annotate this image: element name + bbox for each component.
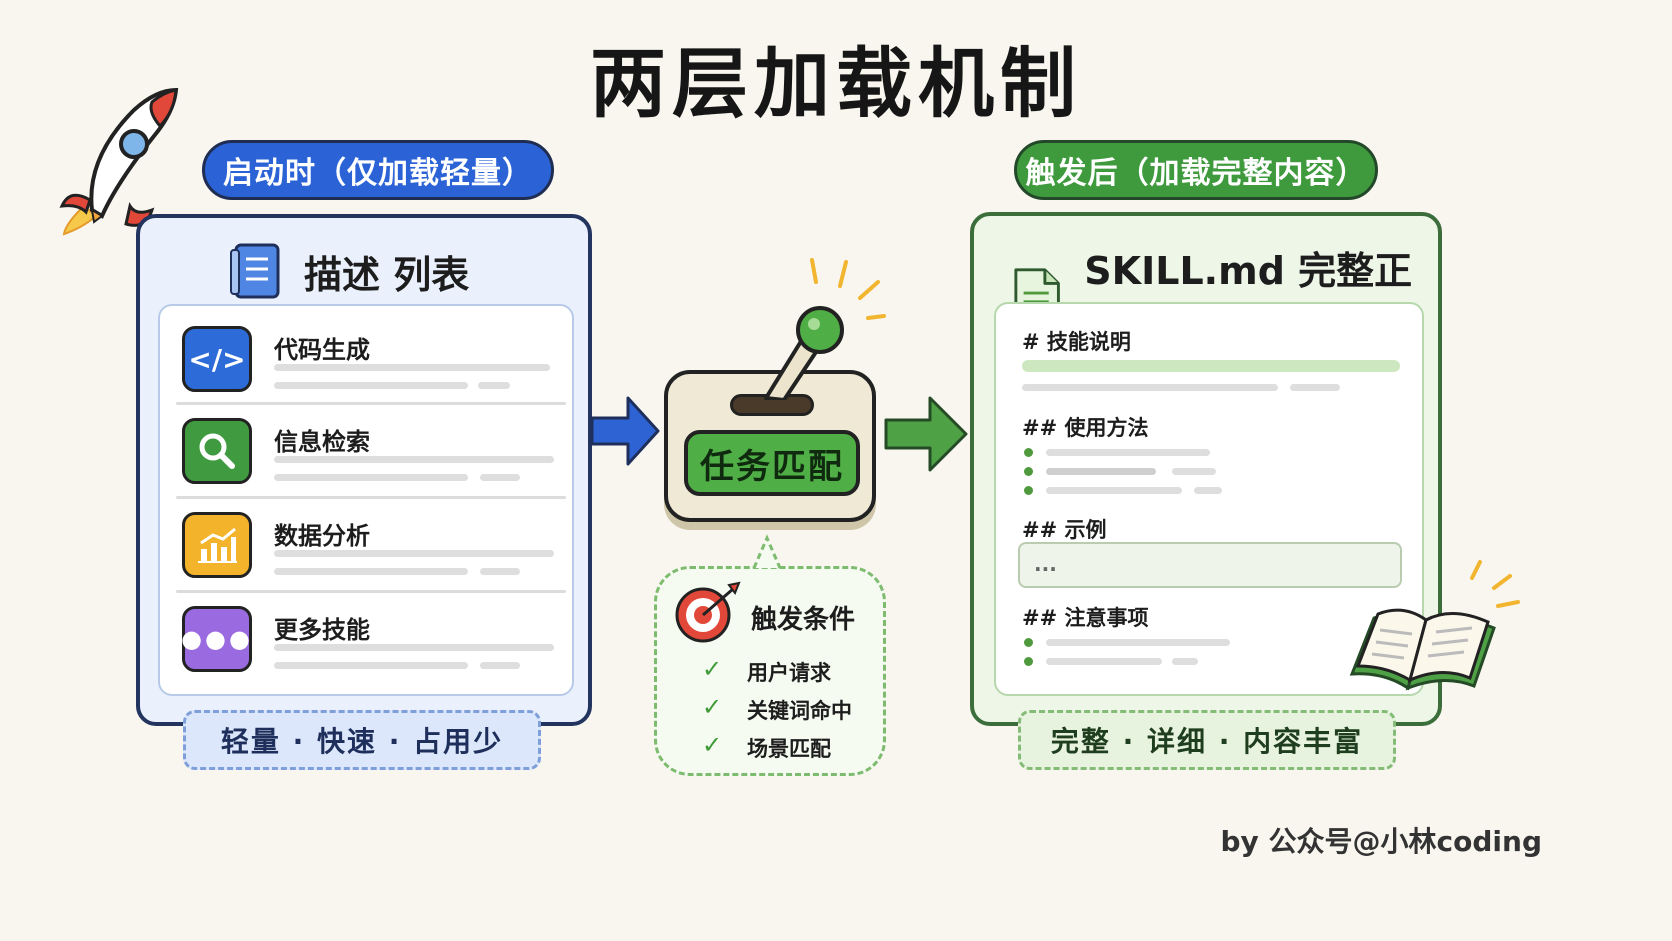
placeholder-line [274, 382, 468, 389]
bubble-tail [752, 534, 782, 569]
check-icon: ✓ [702, 693, 723, 721]
after-trigger-summary: 完整 · 详细 · 内容丰富 [1018, 710, 1396, 770]
skill-item-label: 信息检索 [274, 428, 370, 456]
skill-item-label: 代码生成 [274, 336, 370, 364]
highlight-line [1022, 360, 1400, 372]
placeholder-line [1046, 487, 1182, 494]
placeholder-line [1172, 658, 1198, 665]
placeholder-line [1172, 468, 1216, 475]
placeholder-line [1046, 639, 1230, 646]
target-icon [675, 581, 741, 643]
placeholder-line [274, 550, 554, 557]
task-match-label: 任务匹配 [700, 446, 844, 487]
placeholder-line [274, 456, 554, 463]
chart-icon [182, 512, 252, 578]
placeholder-line [274, 364, 550, 371]
arrow-right-green-icon [884, 396, 968, 472]
placeholder-line [274, 474, 468, 481]
bullet-dot [1024, 448, 1033, 457]
notebook-icon [230, 243, 280, 299]
placeholder-line [1290, 384, 1340, 391]
description-list-panel: 描述 列表 </> 代码生成 信息检索 数据分析 [136, 214, 592, 726]
bullet-dot [1024, 467, 1033, 476]
after-trigger-pill: 触发后（加载完整内容） [1014, 140, 1378, 200]
bullet-dot [1024, 638, 1033, 647]
section-notes: ## 注意事项 [1022, 606, 1149, 630]
placeholder-line [274, 644, 554, 651]
skill-md-panel: SKILL.md 完整正文 # 技能说明 ## 使用方法 ## 示例 ... #… [970, 212, 1442, 726]
placeholder-line [1022, 384, 1278, 391]
startup-summary: 轻量 · 快速 · 占用少 [183, 710, 541, 770]
placeholder-line [1046, 468, 1156, 475]
skill-item-information-retrieval[interactable]: 信息检索 [182, 414, 582, 508]
code-icon: </> [182, 326, 252, 392]
placeholder-line [1046, 658, 1162, 665]
placeholder-line [1194, 487, 1222, 494]
spark-lines-icon [810, 258, 886, 320]
page-title: 两层加载机制 [590, 39, 1082, 128]
bullet-dot [1024, 486, 1033, 495]
description-list-title: 描述 列表 [304, 252, 470, 297]
divider [176, 590, 566, 593]
credit-text: by 公众号@小林coding [1220, 825, 1543, 858]
bullet-dot [1024, 657, 1033, 666]
startup-pill: 启动时（仅加载轻量） [202, 140, 554, 200]
section-usage: ## 使用方法 [1022, 416, 1149, 440]
trigger-conditions-title: 触发条件 [751, 605, 856, 635]
description-list-header: 描述 列表 [228, 242, 469, 300]
placeholder-line [480, 662, 520, 669]
condition-user-request: 用户请求 [747, 661, 831, 685]
arrow-right-blue-icon [590, 396, 660, 466]
skill-item-code-generation[interactable]: </> 代码生成 [182, 322, 582, 416]
open-book-icon [1349, 560, 1520, 691]
check-icon: ✓ [702, 731, 723, 759]
code-block: ... [1018, 542, 1402, 588]
startup-summary-label: 轻量 · 快速 · 占用少 [220, 725, 504, 758]
after-trigger-summary-label: 完整 · 详细 · 内容丰富 [1050, 725, 1364, 758]
after-trigger-pill-label: 触发后（加载完整内容） [1025, 156, 1367, 191]
divider [176, 402, 566, 405]
check-icon: ✓ [702, 655, 723, 683]
placeholder-line [274, 662, 468, 669]
skill-item-more-skills[interactable]: ●●● 更多技能 [181, 602, 582, 696]
rocket-icon [59, 88, 179, 236]
lever-icon [764, 306, 844, 400]
condition-scene-match: 场景匹配 [747, 737, 831, 761]
more-icon: ●●● [181, 606, 252, 672]
section-skill-description: # 技能说明 [1022, 330, 1131, 354]
section-example: ## 示例 [1022, 518, 1107, 542]
placeholder-line [274, 568, 468, 575]
skill-md-content: # 技能说明 ## 使用方法 ## 示例 ... ## 注意事项 [994, 302, 1424, 696]
skill-item-label: 更多技能 [274, 616, 370, 644]
code-block-text: ... [1034, 552, 1057, 576]
placeholder-line [1046, 449, 1210, 456]
search-icon [182, 418, 252, 484]
skills-list: </> 代码生成 信息检索 数据分析 ●●● [158, 304, 574, 696]
placeholder-line [480, 474, 520, 481]
task-match-label-plate: 任务匹配 [684, 430, 860, 496]
divider [176, 496, 566, 499]
condition-keyword-hit: 关键词命中 [747, 699, 852, 723]
placeholder-line [478, 382, 510, 389]
trigger-conditions-bubble: 触发条件 ✓ 用户请求 ✓ 关键词命中 ✓ 场景匹配 [654, 566, 886, 776]
skill-item-label: 数据分析 [274, 522, 370, 550]
startup-pill-label: 启动时（仅加载轻量） [223, 156, 533, 191]
skill-item-data-analysis[interactable]: 数据分析 [182, 508, 582, 602]
placeholder-line [480, 568, 520, 575]
